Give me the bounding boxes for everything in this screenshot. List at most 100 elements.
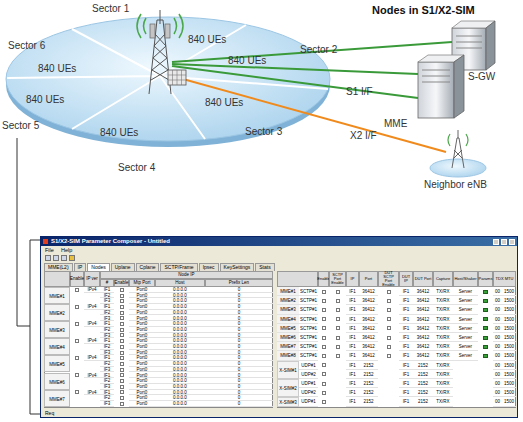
table-cell: TX/RX <box>433 333 453 342</box>
table-cell: SCTP#1 <box>299 287 318 296</box>
checkbox <box>120 299 124 303</box>
table-cell: 00 <box>493 397 502 406</box>
table-cell: 1500 <box>502 370 516 379</box>
checkbox <box>336 345 340 349</box>
row-group: MME#3 <box>44 321 70 338</box>
checkbox <box>75 356 79 360</box>
sector-name: Sector 2 <box>300 44 337 55</box>
checkbox <box>120 368 124 372</box>
table-cell: 00 <box>493 287 502 296</box>
table-cell: IF1 <box>399 388 413 397</box>
table-cell: IF1 <box>346 315 359 324</box>
toolbar-icon <box>45 255 51 261</box>
checkbox <box>120 402 124 406</box>
row-group: X-SIM#1 <box>277 361 299 379</box>
table-cell: 1500 <box>502 296 516 305</box>
checkbox <box>120 379 124 383</box>
table-cell: 2152 <box>413 370 433 379</box>
table-cell: UDP#2 <box>299 370 318 379</box>
checkbox <box>322 336 326 340</box>
app-window: S1/X2-SIM Parameter Composer - UntitledF… <box>40 236 518 418</box>
table-cell: 1500 <box>502 333 516 342</box>
server-front <box>418 62 454 118</box>
sector-region: Sector 3840 UEs <box>205 97 295 140</box>
menu-item: File <box>45 246 54 254</box>
table-cell: 00 <box>493 305 502 314</box>
table-cell: 2152 <box>359 361 378 370</box>
table-cell: IF1 <box>346 324 359 333</box>
checkbox <box>336 290 340 294</box>
checkbox <box>336 354 340 358</box>
checkbox <box>75 339 79 343</box>
server-side <box>486 21 495 70</box>
checkbox <box>322 400 326 404</box>
checkbox <box>120 305 124 309</box>
row-group: X-SIM#3 <box>277 397 299 406</box>
table-cell: 36412 <box>359 324 378 333</box>
row-group: MME#2 <box>44 304 70 321</box>
checkbox <box>336 326 340 330</box>
toolbar-icon <box>53 255 59 261</box>
table-cell: 00 <box>493 296 502 305</box>
table-cell: 36412 <box>359 305 378 314</box>
checkbox <box>336 308 340 312</box>
table-cell: IPv4 <box>84 321 100 327</box>
ue-count: 840 UEs <box>100 127 138 138</box>
table-cell: 00 <box>493 379 502 388</box>
table-cell: 2152 <box>413 361 433 370</box>
table-cell: TX/RX <box>433 370 453 379</box>
table-cell: 00 <box>493 351 502 360</box>
param-icon <box>483 336 488 340</box>
checkbox <box>322 354 326 358</box>
sector-name: Sector 3 <box>245 126 282 137</box>
sector-name: Sector 5 <box>2 120 39 131</box>
table-cell: Server <box>453 287 478 296</box>
table-cell: IPv4 <box>84 355 100 361</box>
table-cell: 36412 <box>413 315 433 324</box>
menu-item: Help <box>61 246 72 254</box>
table-cell: 00 <box>493 315 502 324</box>
unit-grid <box>168 70 186 85</box>
table-cell: UDP#2 <box>299 388 318 397</box>
table-cell: IPv4 <box>84 338 100 344</box>
checkbox <box>75 390 79 394</box>
table-cell: 36412 <box>413 333 433 342</box>
server-slot <box>422 70 450 82</box>
table-cell: TX/RX <box>433 361 453 370</box>
checkbox <box>120 311 124 315</box>
window-button <box>493 239 499 245</box>
table-cell: 1500 <box>502 315 516 324</box>
table-cell: IPv4 <box>84 304 100 310</box>
table-cell: 36412 <box>413 342 433 351</box>
checkbox <box>322 382 326 386</box>
column-header: Mtp Port <box>129 279 155 287</box>
row-group: MME#2 <box>277 296 299 305</box>
row-group: MME#6 <box>44 373 70 390</box>
table-cell: 36412 <box>413 324 433 333</box>
table-cell: IF1 <box>399 361 413 370</box>
column-header: DUT Port <box>413 271 433 287</box>
interface-label: S1 I/F <box>346 86 373 97</box>
table-cell: 36412 <box>359 296 378 305</box>
antenna-panel <box>150 24 155 38</box>
tab: Ipsec <box>199 263 219 271</box>
table-cell: SCTP#1 <box>299 315 318 324</box>
neighbor-tower <box>452 130 464 168</box>
checkbox <box>120 328 124 332</box>
table-cell: TX/RX <box>433 388 453 397</box>
table-cell: Server <box>453 333 478 342</box>
checkbox <box>387 308 391 312</box>
table-cell: 1500 <box>502 397 516 406</box>
table-cell: IF1 <box>399 379 413 388</box>
column-header: Params <box>478 271 493 287</box>
checkbox <box>322 372 326 376</box>
tab: KeySettings <box>220 263 255 271</box>
neighbor-cell-disc <box>430 159 486 177</box>
table-cell: SCTP#1 <box>299 351 318 360</box>
checkbox <box>75 322 79 326</box>
table-cell: IF1 <box>399 370 413 379</box>
ue-count: 840 UEs <box>38 63 76 74</box>
table-cell: TX/RX <box>433 379 453 388</box>
checkbox <box>120 294 124 298</box>
table-cell: 1500 <box>502 379 516 388</box>
